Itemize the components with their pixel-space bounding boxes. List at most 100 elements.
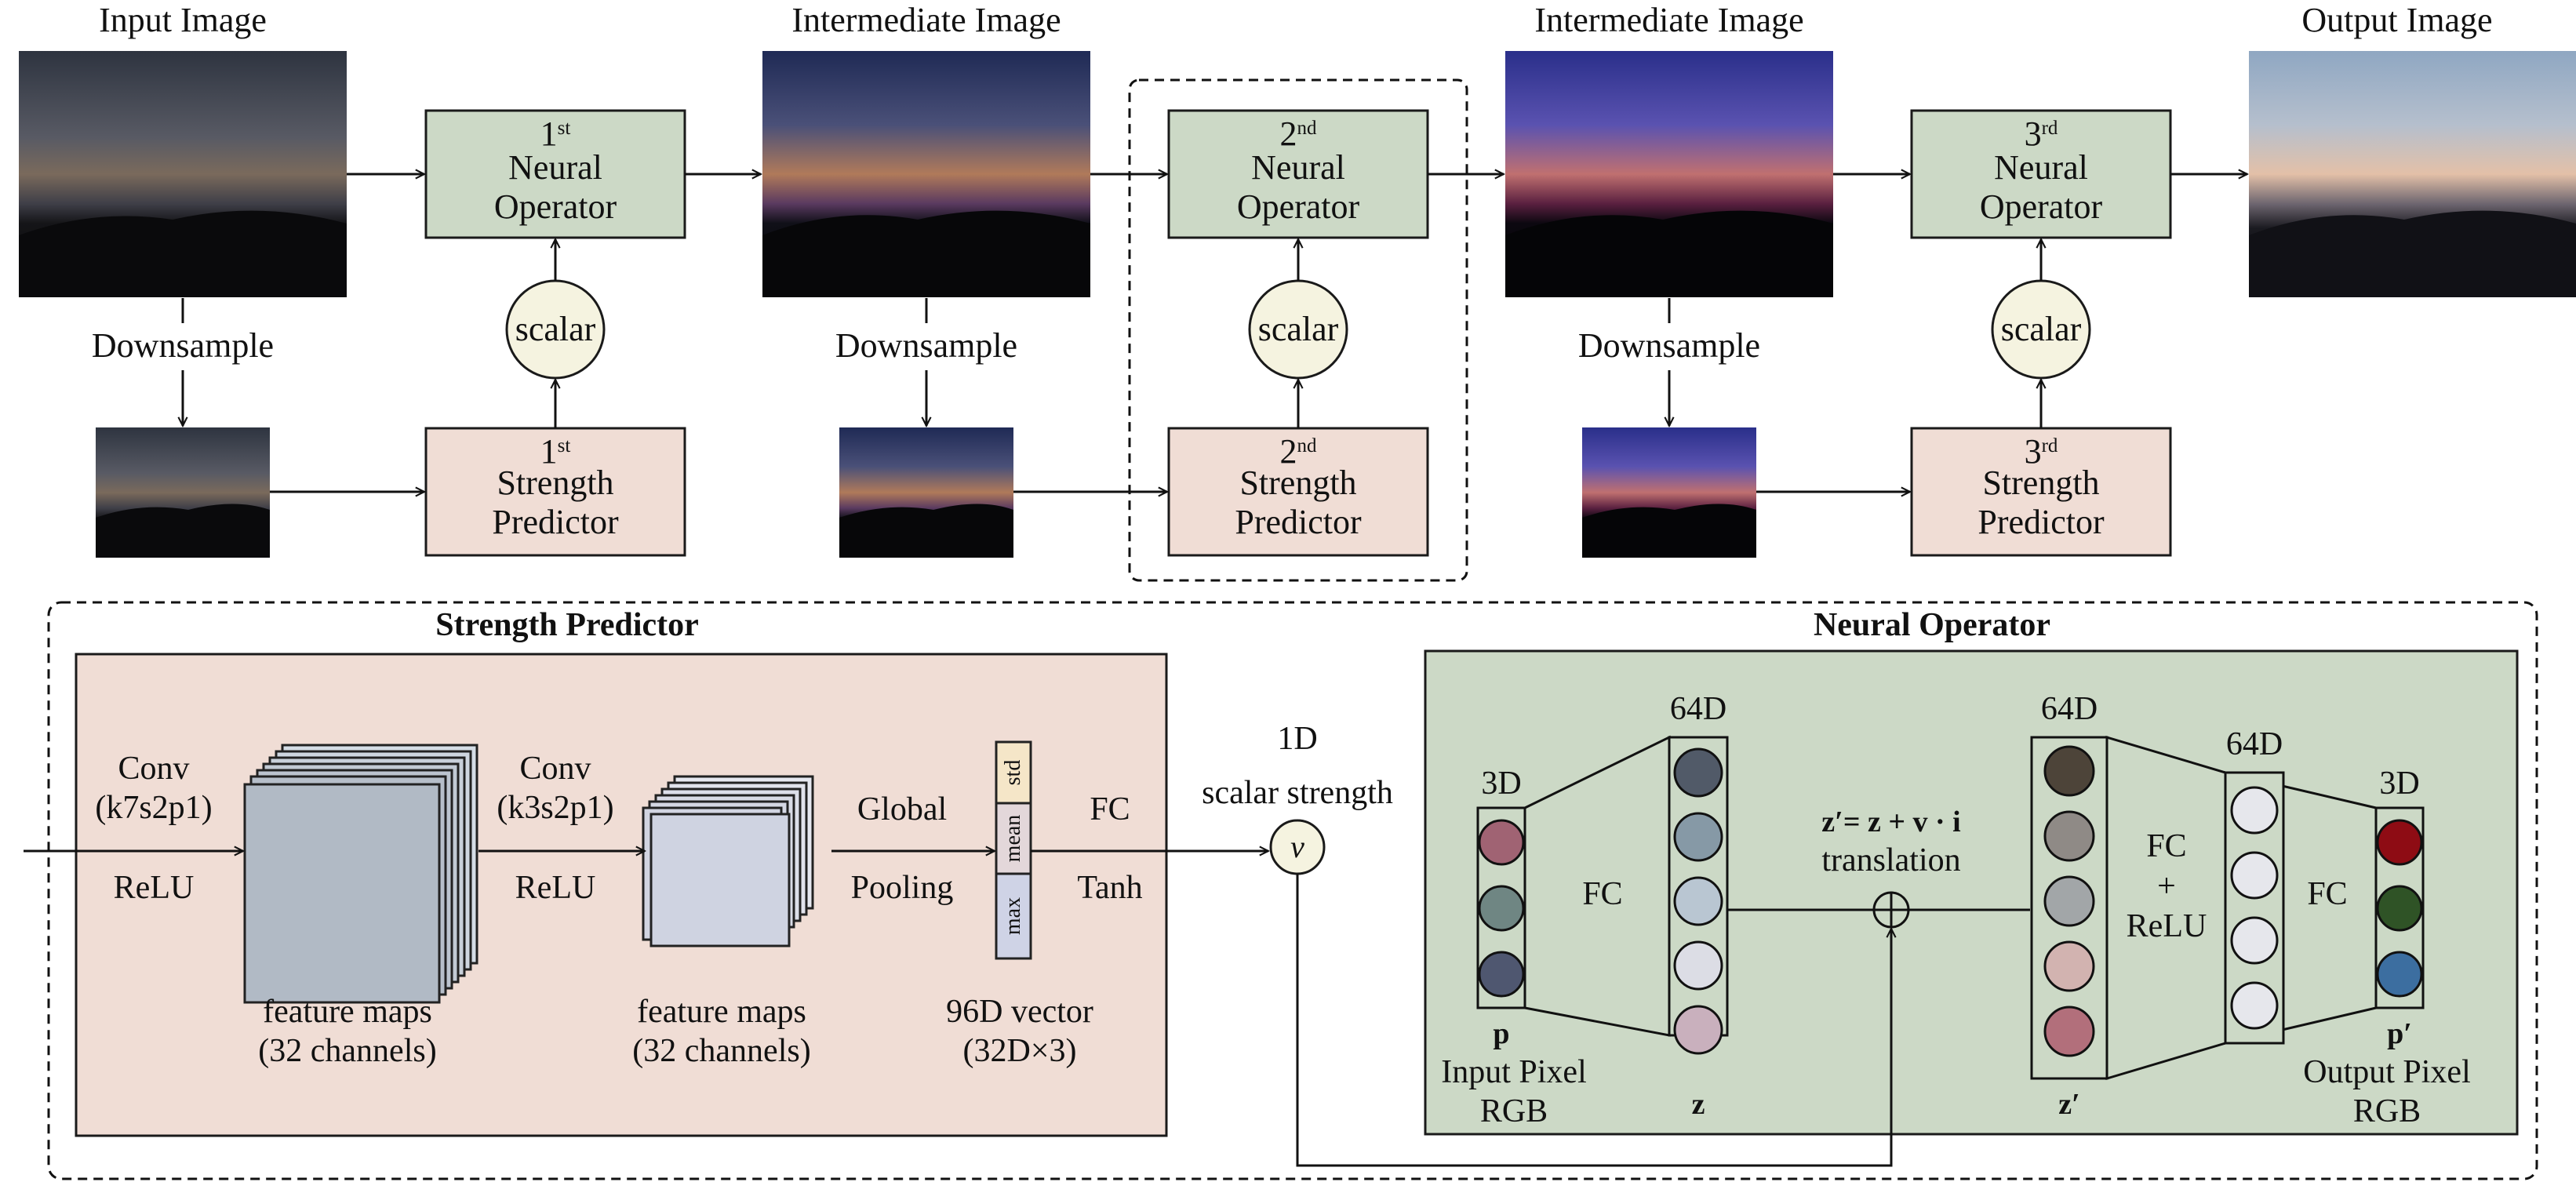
fm1-caption-2: (32 channels) bbox=[258, 1033, 436, 1069]
zp-node-4 bbox=[2043, 940, 2095, 992]
detail-panel-border bbox=[47, 601, 2538, 1180]
output-node-1 bbox=[2376, 819, 2423, 866]
input-node-3 bbox=[1478, 951, 1525, 998]
downsample-label-3: Downsample bbox=[1578, 326, 1760, 365]
intermediate-image-label-2: Intermediate Image bbox=[1534, 1, 1803, 39]
dim-64d-z: 64D bbox=[1670, 691, 1726, 727]
zp-node-5 bbox=[2043, 1006, 2095, 1057]
svg-text:Strength: Strength bbox=[1982, 464, 2099, 502]
hidden-node-1 bbox=[2230, 786, 2279, 835]
svg-text:Strength: Strength bbox=[1239, 464, 1356, 502]
p-symbol: p bbox=[1493, 1017, 1509, 1050]
conv1-activation: ReLU bbox=[114, 870, 195, 906]
scalar-node-3: scalar bbox=[1991, 279, 2091, 380]
translation-connection bbox=[1296, 874, 2030, 1167]
neural-operator-3: 3rd Neural Operator bbox=[1910, 109, 2172, 239]
op1-line1: Neural bbox=[508, 148, 602, 187]
fm2-caption-1: feature maps bbox=[637, 994, 806, 1030]
op2-line2: Operator bbox=[1237, 187, 1360, 226]
output-image bbox=[2249, 51, 2576, 297]
hidden-node-2 bbox=[2230, 851, 2279, 900]
hidden-node-4 bbox=[2230, 981, 2279, 1030]
svg-text:Predictor: Predictor bbox=[492, 503, 619, 541]
strength-predictor-3: 3rd Strength Predictor bbox=[1910, 427, 2172, 557]
thumbnail-3 bbox=[1582, 427, 1756, 558]
svg-text:scalar: scalar bbox=[1258, 310, 1339, 348]
fc2-label: FC bbox=[2307, 876, 2347, 912]
zp-node-2 bbox=[2043, 810, 2095, 862]
stage2-highlight bbox=[1128, 78, 1468, 582]
dim-64d-zp: 64D bbox=[2041, 691, 2098, 727]
input-node-1 bbox=[1478, 819, 1525, 866]
scalar-out-label-1: 1D bbox=[1277, 721, 1317, 757]
fc1-label: FC bbox=[1582, 876, 1622, 912]
svg-text:Strength: Strength bbox=[497, 464, 613, 502]
vector-max-label: max bbox=[1001, 897, 1025, 935]
scalar-node-2: scalar bbox=[1248, 279, 1348, 380]
input-image-label: Input Image bbox=[99, 1, 267, 39]
op1-line2: Operator bbox=[494, 187, 617, 226]
input-pixel-label-1: Input Pixel bbox=[1441, 1054, 1587, 1090]
fm1-caption-1: feature maps bbox=[263, 994, 432, 1030]
no-detail-title: Neural Operator bbox=[1814, 607, 2050, 643]
intermediate-image-1 bbox=[762, 51, 1090, 297]
pooled-vector: std mean max bbox=[995, 740, 1032, 960]
output-node-3 bbox=[2376, 951, 2423, 998]
zp-nodes bbox=[2043, 745, 2095, 1057]
scalar-node-1: scalar bbox=[505, 279, 606, 380]
z-symbol: z bbox=[1692, 1088, 1705, 1121]
pool-label-2: Pooling bbox=[851, 870, 954, 906]
fm2-caption-2: (32 channels) bbox=[632, 1033, 810, 1069]
fc-relu-label-1: FC bbox=[2146, 828, 2186, 864]
thumbnail-2 bbox=[839, 427, 1013, 558]
downsample-label-1: Downsample bbox=[92, 326, 274, 365]
svg-text:2nd: 2nd bbox=[1280, 432, 1318, 471]
sp-detail-title: Strength Predictor bbox=[435, 607, 699, 643]
svg-text:Predictor: Predictor bbox=[1977, 503, 2105, 541]
vector-caption-1: 96D vector bbox=[946, 994, 1093, 1030]
conv1-label-2: (k7s2p1) bbox=[95, 790, 212, 826]
translation-label: translation bbox=[1821, 842, 1960, 878]
svg-text:v: v bbox=[1290, 829, 1304, 864]
downsample-label-2: Downsample bbox=[835, 326, 1017, 365]
output-pixel-label-2: RGB bbox=[2353, 1093, 2421, 1129]
zp-node-1 bbox=[2043, 745, 2095, 797]
conv2-label-1: Conv bbox=[519, 751, 591, 787]
dim-3d-out: 3D bbox=[2379, 766, 2419, 802]
fc-tanh-label-2: Tanh bbox=[1077, 870, 1142, 906]
conv2-label-2: (k3s2p1) bbox=[497, 790, 613, 826]
pool-label-1: Global bbox=[857, 791, 947, 827]
op2-sup: nd bbox=[1297, 118, 1318, 139]
svg-text:scalar: scalar bbox=[2001, 310, 2082, 348]
input-nodes bbox=[1478, 819, 1525, 998]
svg-text:Predictor: Predictor bbox=[1235, 503, 1362, 541]
input-pixel-label-2: RGB bbox=[1480, 1093, 1548, 1129]
svg-text:3rd: 3rd bbox=[2025, 115, 2058, 153]
dim-3d-in: 3D bbox=[1481, 766, 1521, 802]
op3-ordinal: 3 bbox=[2025, 115, 2042, 153]
svg-text:1st: 1st bbox=[540, 432, 571, 471]
pp-symbol: p′ bbox=[2387, 1017, 2412, 1050]
input-node-2 bbox=[1478, 885, 1525, 932]
output-node-2 bbox=[2376, 885, 2423, 932]
intermediate-image-label-1: Intermediate Image bbox=[791, 1, 1061, 39]
neural-operator-1: 1st Neural Operator bbox=[424, 109, 686, 239]
z-node-3 bbox=[1673, 876, 1723, 926]
svg-text:scalar: scalar bbox=[515, 310, 596, 348]
output-image-label: Output Image bbox=[2301, 1, 2492, 39]
output-nodes bbox=[2376, 819, 2423, 998]
zp-symbol: z′ bbox=[2058, 1088, 2080, 1121]
pipeline-arrows bbox=[183, 174, 2247, 492]
intermediate-image-2 bbox=[1505, 51, 1833, 297]
vector-std-label: std bbox=[1001, 760, 1025, 786]
feature-map-stack-1 bbox=[243, 744, 478, 1004]
fc-relu-label-2: + bbox=[2157, 868, 2176, 904]
scalar-out-label-2: scalar strength bbox=[1202, 775, 1393, 811]
svg-text:2nd: 2nd bbox=[1280, 115, 1318, 153]
translation-equation: z′= z + v · i bbox=[1821, 806, 1960, 838]
z-node-1 bbox=[1673, 747, 1723, 798]
z-node-5 bbox=[1673, 1005, 1723, 1055]
no-detail-box bbox=[1424, 649, 2519, 1136]
neural-operator-2: 2nd Neural Operator bbox=[1167, 109, 1429, 239]
